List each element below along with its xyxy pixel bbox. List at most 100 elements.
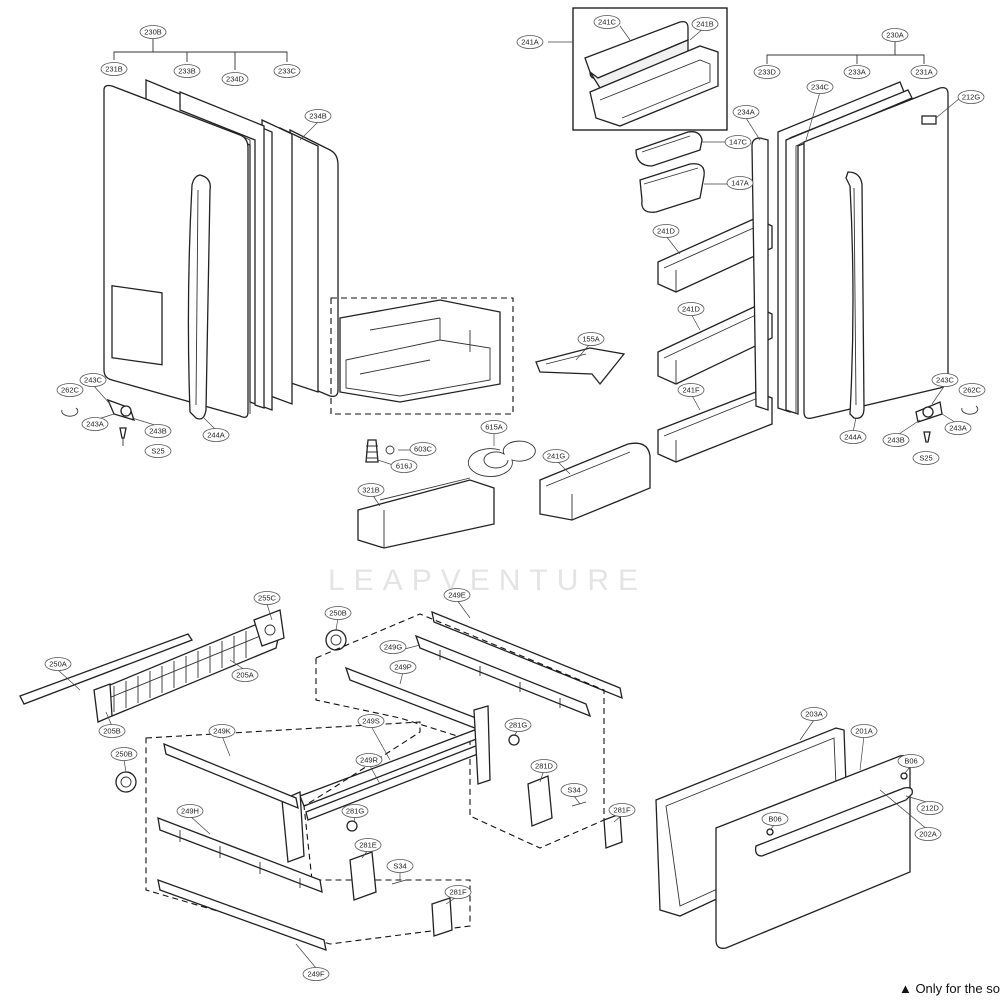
grommet-281G-right (508, 734, 520, 746)
part-label: 249H (176, 804, 204, 818)
part-label: 281F (608, 803, 636, 817)
part-label: 234D (221, 72, 249, 86)
part-label: 250A (44, 657, 72, 671)
part-label: S25 (144, 444, 172, 458)
part-label-bubble (753, 65, 781, 79)
part-label-text: 201A (855, 727, 873, 736)
part-label-text: 234B (309, 112, 327, 121)
part-label-bubble (931, 373, 959, 387)
part-label-bubble (379, 640, 407, 654)
part-label-text: 231B (105, 65, 123, 74)
part-label-text: 249H (181, 807, 199, 816)
door-bin-241G-inner (545, 451, 631, 520)
part-label-text: 241A (521, 38, 539, 47)
part-label-bubble (98, 724, 126, 738)
right-door-panel (803, 86, 949, 420)
part-label: 262C (958, 383, 986, 397)
bracket-vertical-left (281, 791, 305, 863)
part-label: B06 (761, 812, 789, 826)
part-label-text: 243C (84, 376, 103, 385)
part-label: 281G (341, 804, 369, 818)
part-label-text: 241F (682, 386, 700, 395)
part-label: 615A (480, 420, 508, 434)
rail-249H-detail (179, 830, 301, 888)
part-label-bubble (79, 373, 107, 387)
part-label-bubble (691, 17, 719, 31)
part-label: 147C (724, 135, 752, 149)
part-label: 241F (677, 383, 705, 397)
part-label: 231A (910, 65, 938, 79)
part-label-bubble (881, 28, 909, 42)
screw-S34-right (571, 801, 587, 807)
basket-147C (635, 131, 703, 167)
part-label-bubble (100, 62, 128, 76)
right-door-assembly (751, 41, 979, 443)
part-label-text: 249P (394, 663, 412, 672)
part-label-text: 203A (805, 710, 823, 719)
hinge-bushing-right (922, 406, 934, 418)
part-label-bubble (357, 714, 385, 728)
part-label-text: 205A (236, 671, 254, 680)
part-label: 234B (304, 109, 332, 123)
left-door-handle (187, 174, 211, 420)
watermark: LEAPVENTURE (328, 564, 647, 597)
footnote: ▲ Only for the so (898, 981, 1000, 996)
part-label: 212D (916, 801, 944, 815)
part-label-bubble (144, 444, 172, 458)
part-label-bubble (44, 657, 72, 671)
part-label-bubble (914, 827, 942, 841)
part-label: 231B (100, 62, 128, 76)
part-label-bubble (958, 383, 986, 397)
part-label: 233D (753, 65, 781, 79)
part-label-bubble (409, 442, 437, 456)
part-label-bubble (444, 885, 472, 899)
part-label: 203A (800, 707, 828, 721)
part-label: 249G (379, 640, 407, 654)
part-label: 202A (914, 827, 942, 841)
part-label: 241G (542, 449, 570, 463)
leader-lines (57, 25, 961, 969)
part-label: 230B (139, 25, 167, 39)
part-label: 233A (843, 65, 871, 79)
part-label: 616J (390, 459, 418, 473)
part-label: 212G (957, 90, 985, 104)
part-label-text: 281F (449, 888, 467, 897)
valve-616J (365, 439, 379, 463)
clip-262C-right (961, 405, 979, 415)
part-label-text: S34 (567, 786, 580, 795)
part-label-bubble (253, 591, 281, 605)
left-door-assembly (61, 38, 339, 446)
dispenser-housing (339, 299, 501, 403)
badge-212G (921, 115, 937, 125)
part-label-text: 281D (535, 762, 554, 771)
part-label-bubble (726, 176, 754, 190)
part-label: 249F (302, 967, 330, 981)
part-label-text: 241B (696, 20, 714, 29)
hinge-bushing (120, 405, 132, 417)
box-dispenser (330, 297, 514, 415)
part-label-text: 250B (329, 609, 347, 618)
part-label-bubble (324, 606, 352, 620)
part-label-text: 234C (811, 83, 830, 92)
part-label-text: 616J (396, 462, 413, 471)
dispenser-window (111, 284, 163, 366)
dispenser-housing-assembly (330, 297, 514, 415)
part-label-text: 603C (414, 445, 433, 454)
part-label: 249R (355, 753, 383, 767)
part-label-bubble (139, 25, 167, 39)
part-label-text: 250A (49, 660, 67, 669)
part-label-bubble (355, 753, 383, 767)
part-label-text: 231A (915, 68, 933, 77)
end-cap-205B (93, 683, 113, 723)
part-label-text: 234A (737, 108, 755, 117)
roller-250B-left (115, 771, 137, 793)
bin-inner (599, 59, 711, 119)
part-label: 281D (530, 759, 558, 773)
screw-S25 (119, 427, 127, 439)
door-bins-right (539, 217, 773, 521)
basket-147A-rim (643, 167, 699, 185)
part-label-text: 212G (962, 93, 981, 102)
roller-250B-top-hub (330, 634, 342, 646)
cover-281D (527, 775, 553, 827)
